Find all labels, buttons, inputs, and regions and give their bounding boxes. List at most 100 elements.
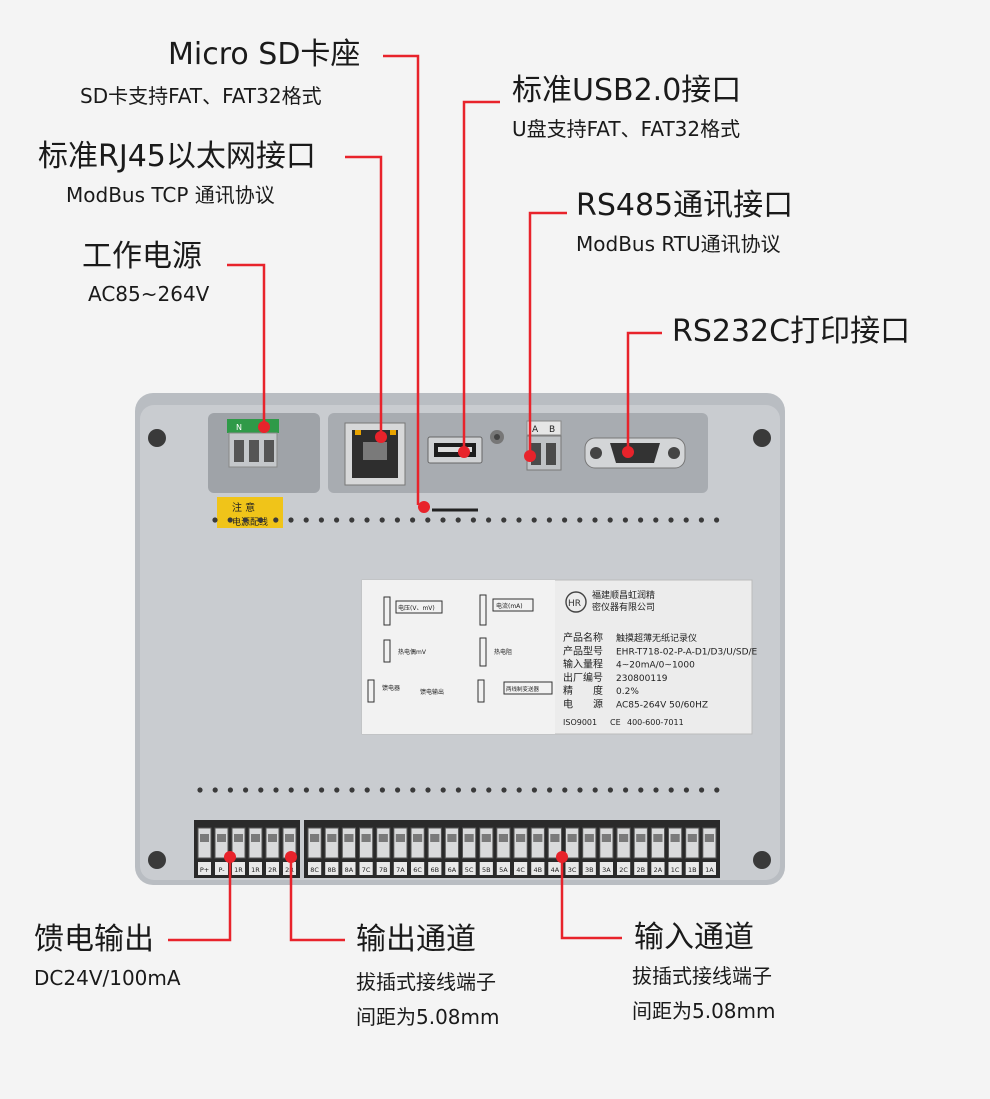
terminal-screw bbox=[413, 834, 423, 842]
terminal-label: 5B bbox=[482, 866, 491, 874]
terminal-block-right bbox=[304, 820, 720, 878]
terminal-label: 3C bbox=[568, 866, 577, 874]
label-iso: ISO9001 bbox=[563, 718, 597, 727]
vent-hole bbox=[623, 787, 629, 793]
power-terminal-label: N bbox=[236, 423, 242, 432]
terminal-screw bbox=[327, 834, 337, 842]
terminal-pin bbox=[197, 827, 212, 859]
vent-hole bbox=[471, 787, 477, 793]
vent-hole bbox=[227, 517, 233, 523]
terminal-pin bbox=[513, 827, 528, 859]
diagram-voltage: 电压(V、mV) bbox=[398, 604, 435, 612]
terminal-pin bbox=[599, 827, 614, 859]
screw-hole bbox=[148, 851, 166, 869]
label-ce: CE bbox=[610, 718, 621, 727]
terminal-screw bbox=[268, 834, 277, 842]
vent-hole bbox=[410, 517, 416, 523]
vent-hole bbox=[607, 787, 614, 793]
callout-dot-rj45 bbox=[375, 431, 387, 443]
vent-hole bbox=[318, 517, 324, 523]
label-row-value: EHR-T718-02-P-A-D1/D3/U/SD/E bbox=[616, 647, 758, 657]
vent-hole bbox=[197, 787, 203, 793]
terminal-tag bbox=[376, 862, 390, 875]
callout-input-sub2: 间距为5.08mm bbox=[632, 999, 776, 1023]
terminal-tag bbox=[668, 862, 682, 875]
top-recess-right bbox=[328, 413, 708, 493]
vent-hole bbox=[227, 787, 233, 793]
label-row-value: 触摸超薄无纸记录仪 bbox=[616, 632, 697, 644]
screw-hole bbox=[148, 429, 166, 447]
terminal-tag bbox=[393, 862, 407, 875]
terminal-screw bbox=[687, 834, 697, 842]
terminal-screw bbox=[430, 834, 440, 842]
label-row-key: 输入量程 bbox=[563, 658, 603, 671]
callout-dot-sd bbox=[418, 501, 430, 513]
terminal-tag bbox=[198, 862, 211, 875]
callout-dot-output bbox=[285, 851, 297, 863]
terminal-tag bbox=[634, 862, 648, 875]
callout-input-title: 输入通道 bbox=[634, 920, 754, 955]
terminal-screw bbox=[516, 834, 526, 842]
callout-line-sd bbox=[383, 54, 420, 505]
logo-text: HR bbox=[568, 599, 581, 609]
terminal-pin bbox=[496, 827, 511, 859]
vent-hole bbox=[668, 787, 674, 793]
vent-hole bbox=[698, 517, 705, 523]
product-label: 电压(V、mV) 电流(mA) 热电偶mV 热电阻 馈电器 馈电输出 两线制变送… bbox=[361, 579, 758, 735]
vent-row-bottom bbox=[197, 787, 720, 793]
vent-hole bbox=[653, 787, 659, 793]
callout-power-title: 工作电源 bbox=[82, 239, 202, 274]
label-row-key: 产品名称 bbox=[563, 631, 603, 644]
terminal-pin bbox=[410, 827, 425, 859]
vent-hole bbox=[440, 787, 446, 793]
callout-line-power bbox=[227, 263, 266, 427]
terminal-label: 4B bbox=[533, 866, 542, 874]
terminal-screw bbox=[361, 834, 371, 842]
terminal-label: 8B bbox=[327, 866, 336, 874]
vent-hole bbox=[607, 517, 613, 523]
diagram-feeder: 馈电器 bbox=[382, 684, 400, 692]
terminal-tag bbox=[599, 862, 613, 875]
terminal-pin bbox=[582, 827, 597, 859]
vent-hole bbox=[425, 517, 431, 523]
callout-line-rj45 bbox=[345, 155, 383, 437]
db9-port bbox=[584, 437, 686, 469]
callout-rs485-sub: ModBus RTU通讯协议 bbox=[576, 232, 781, 256]
vent-hole bbox=[425, 787, 431, 793]
vent-hole bbox=[242, 517, 248, 523]
terminal-pin bbox=[668, 827, 683, 859]
terminal-label: 2R bbox=[285, 866, 294, 874]
vent-hole bbox=[303, 787, 309, 793]
terminal-label: 6B bbox=[430, 866, 439, 874]
terminal-pin bbox=[565, 827, 580, 859]
rs485-terminal: A B bbox=[526, 420, 562, 471]
terminal-screw bbox=[619, 834, 629, 842]
vent-hole bbox=[303, 517, 309, 523]
vent-hole bbox=[258, 517, 264, 523]
screw-hole bbox=[753, 429, 771, 447]
vent-hole bbox=[364, 787, 370, 793]
vent-hole bbox=[592, 517, 598, 523]
terminal-label: 2A bbox=[654, 866, 663, 874]
terminal-pin bbox=[616, 827, 631, 859]
company-line2: 密仪器有限公司 bbox=[592, 601, 655, 613]
vent-hole bbox=[714, 517, 720, 523]
terminal-screw bbox=[481, 834, 491, 842]
terminal-tag bbox=[249, 862, 262, 875]
warning-sticker: 注 意 电源配线 bbox=[217, 497, 283, 528]
vent-hole bbox=[379, 517, 385, 523]
vent-hole bbox=[562, 517, 568, 523]
callout-dots bbox=[224, 421, 634, 863]
label-phone: 400-600-7011 bbox=[627, 718, 684, 727]
terminal-tag bbox=[215, 862, 228, 875]
company-logo bbox=[565, 591, 587, 613]
terminal-label: 4C bbox=[516, 866, 525, 874]
callout-line-rs485 bbox=[528, 211, 567, 456]
callout-dot-rs485 bbox=[524, 450, 536, 462]
terminal-screw bbox=[344, 834, 354, 842]
label-row-value: 4~20mA/0~1000 bbox=[616, 661, 695, 671]
terminal-screw bbox=[200, 834, 209, 842]
terminal-tag bbox=[565, 862, 579, 875]
vent-hole bbox=[547, 787, 553, 793]
